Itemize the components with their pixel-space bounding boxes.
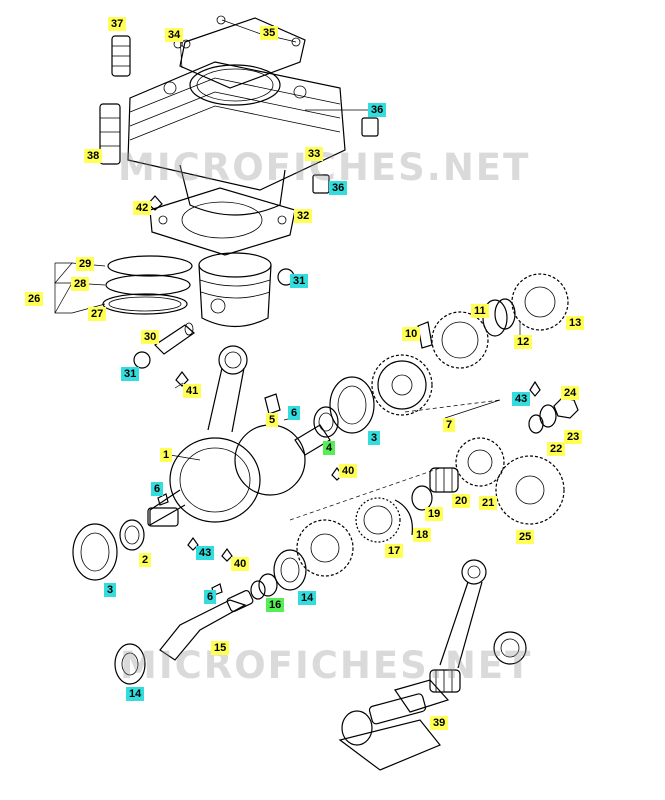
callout-16: 16 — [266, 598, 285, 612]
callout-6-upper: 6 — [288, 406, 301, 420]
bearing-left — [72, 493, 233, 581]
callout-29: 29 — [76, 257, 95, 271]
callout-7: 7 — [443, 418, 456, 432]
callout-20: 20 — [452, 494, 471, 508]
callout-38: 38 — [84, 149, 103, 163]
callout-36-lower: 36 — [329, 181, 348, 195]
callout-10: 10 — [402, 327, 421, 341]
callout-40-lower: 40 — [231, 557, 250, 571]
callout-40-upper: 40 — [339, 464, 358, 478]
balancer-shaft — [114, 583, 254, 685]
callout-24: 24 — [561, 386, 580, 400]
callout-43-right: 43 — [512, 392, 531, 406]
callout-42: 42 — [133, 201, 152, 215]
cylinder-block — [127, 61, 346, 216]
callout-35: 35 — [260, 26, 279, 40]
callout-32: 32 — [294, 209, 313, 223]
callout-31-left: 31 — [121, 367, 140, 381]
callout-14-lower: 14 — [126, 687, 145, 701]
callout-33: 33 — [305, 147, 324, 161]
callout-31-right: 31 — [290, 274, 309, 288]
piston-rings — [102, 255, 193, 315]
callout-11: 11 — [471, 304, 489, 318]
callout-6-lower: 6 — [204, 590, 217, 604]
callout-3-upper: 3 — [368, 431, 381, 445]
bearing-right — [313, 376, 375, 481]
callout-4: 4 — [323, 441, 336, 455]
callout-28: 28 — [71, 277, 90, 291]
connecting-rod-kit — [338, 559, 527, 771]
leader-lines — [54, 19, 521, 461]
callout-5: 5 — [266, 413, 279, 427]
piston-pin — [133, 322, 195, 387]
small-parts-top — [99, 35, 379, 211]
callout-39: 39 — [430, 716, 449, 730]
nut-washers — [404, 380, 579, 434]
piston — [198, 252, 295, 327]
callout-26: 26 — [25, 292, 44, 306]
callout-19: 19 — [425, 507, 444, 521]
crankshaft-assembly — [147, 345, 331, 527]
callout-13: 13 — [566, 316, 585, 330]
cylinder-base-gasket — [149, 187, 296, 256]
callout-22: 22 — [547, 442, 566, 456]
callout-15: 15 — [211, 641, 230, 655]
callout-41: 41 — [183, 384, 202, 398]
callout-37: 37 — [108, 17, 127, 31]
gears-lower-right — [429, 437, 565, 525]
callout-43-lower: 43 — [196, 546, 215, 560]
callout-34: 34 — [165, 28, 184, 42]
callout-21: 21 — [479, 496, 498, 510]
callout-2: 2 — [139, 553, 152, 567]
callout-30: 30 — [141, 330, 160, 344]
callout-27: 27 — [88, 307, 107, 321]
callout-23: 23 — [564, 430, 583, 444]
callout-12: 12 — [514, 335, 533, 349]
gear-14 — [250, 467, 441, 600]
clutch-parts — [355, 485, 433, 543]
watermark-top: MICROFICHES.NET — [118, 146, 531, 189]
callout-18: 18 — [413, 528, 432, 542]
callout-1: 1 — [160, 448, 173, 462]
watermark-bottom: MICROFICHES.NET — [120, 644, 533, 687]
callout-3-lower: 3 — [104, 583, 117, 597]
callout-17: 17 — [385, 544, 404, 558]
gear-7 — [371, 354, 433, 416]
sprockets-top-right — [417, 273, 569, 369]
callout-36-upper: 36 — [368, 103, 387, 117]
callout-25: 25 — [516, 530, 535, 544]
callout-14-middle: 14 — [298, 591, 317, 605]
callout-6-middle: 6 — [151, 482, 164, 496]
